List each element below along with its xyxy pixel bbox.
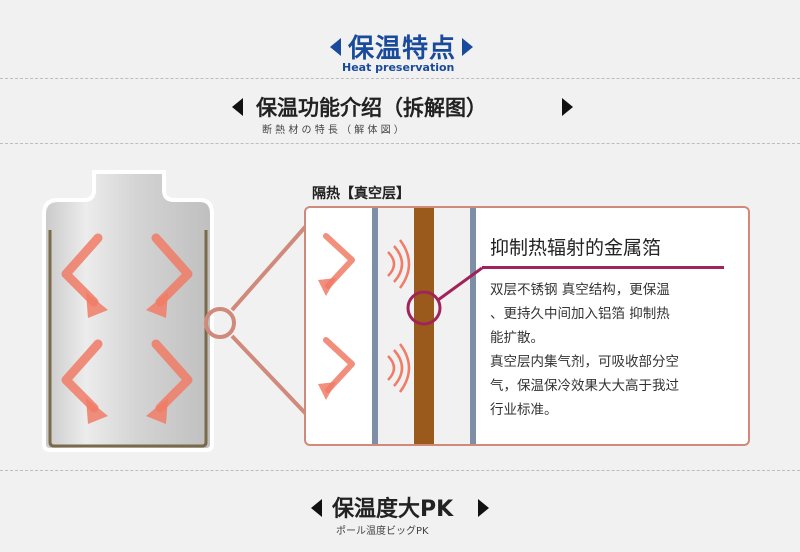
section-title-temperature-pk: 保温度大PK: [332, 497, 454, 522]
divider-top: [0, 78, 800, 79]
heat-arrows: [61, 233, 193, 424]
section-subtitle-teardown: 断 熱 材 の 特 長 （ 解 体 図 ）: [262, 125, 404, 136]
header1-left-arrow-icon: [330, 38, 341, 56]
zoom-connector: [204, 224, 308, 416]
divider-middle: [0, 143, 800, 144]
callout-body-line: 真空层内集气剂，可吸收部分空: [490, 354, 679, 370]
callout-body: 双层不锈钢 真空结构，更保温 、更持久中间加入铝箔 抑制热 能扩散。 真空层内集…: [490, 278, 740, 422]
callout-body-line: 能扩散。: [490, 330, 544, 346]
callout-body-line: 行业标准。: [490, 402, 558, 418]
callout-underline: [482, 266, 724, 269]
header1-right-arrow-icon: [462, 38, 473, 56]
callout-body-line: 双层不锈钢 真空结构，更保温: [490, 282, 670, 298]
callout-body-line: 、更持久中间加入铝箔 抑制热: [490, 306, 670, 322]
callout-title: 抑制热辐射的金属箔: [490, 237, 662, 259]
header2-left-arrow-icon: [232, 98, 243, 116]
section-title-heat-preservation: 保温特点: [348, 34, 457, 64]
header3-right-arrow-icon: [478, 499, 489, 517]
vacuum-layer-label: 隔热【真空层】: [312, 186, 410, 202]
header3-left-arrow-icon: [311, 499, 322, 517]
section-subtitle-heat-preservation: Heat preservation: [342, 61, 455, 74]
callout-body-line: 气，保温保冷效果大大高于我过: [490, 378, 679, 394]
header2-right-arrow-icon: [562, 98, 573, 116]
wall-cross-section: [318, 208, 483, 444]
section-subtitle-temperature-pk: ポール温度ビッグPK: [336, 526, 429, 537]
section-title-teardown: 保温功能介绍（拆解图）: [256, 96, 487, 120]
divider-bottom: [0, 470, 800, 471]
bottle-illustration: [42, 170, 214, 452]
